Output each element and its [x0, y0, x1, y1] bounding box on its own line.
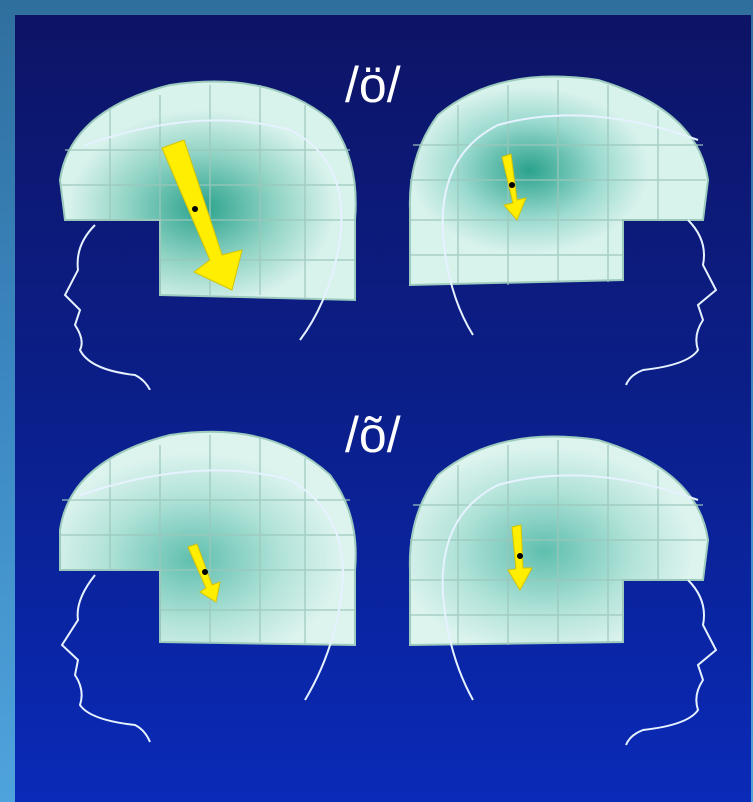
head-top-right	[398, 60, 728, 390]
head-profile	[65, 225, 150, 390]
head-profile	[62, 575, 150, 742]
head-profile	[626, 580, 716, 745]
head-bottom-right	[398, 420, 728, 750]
head-bottom-left	[50, 420, 370, 750]
helmet	[410, 77, 708, 285]
helmet	[410, 437, 708, 645]
helmet	[60, 432, 356, 645]
head-top-left	[50, 70, 370, 390]
head-profile	[626, 220, 716, 385]
